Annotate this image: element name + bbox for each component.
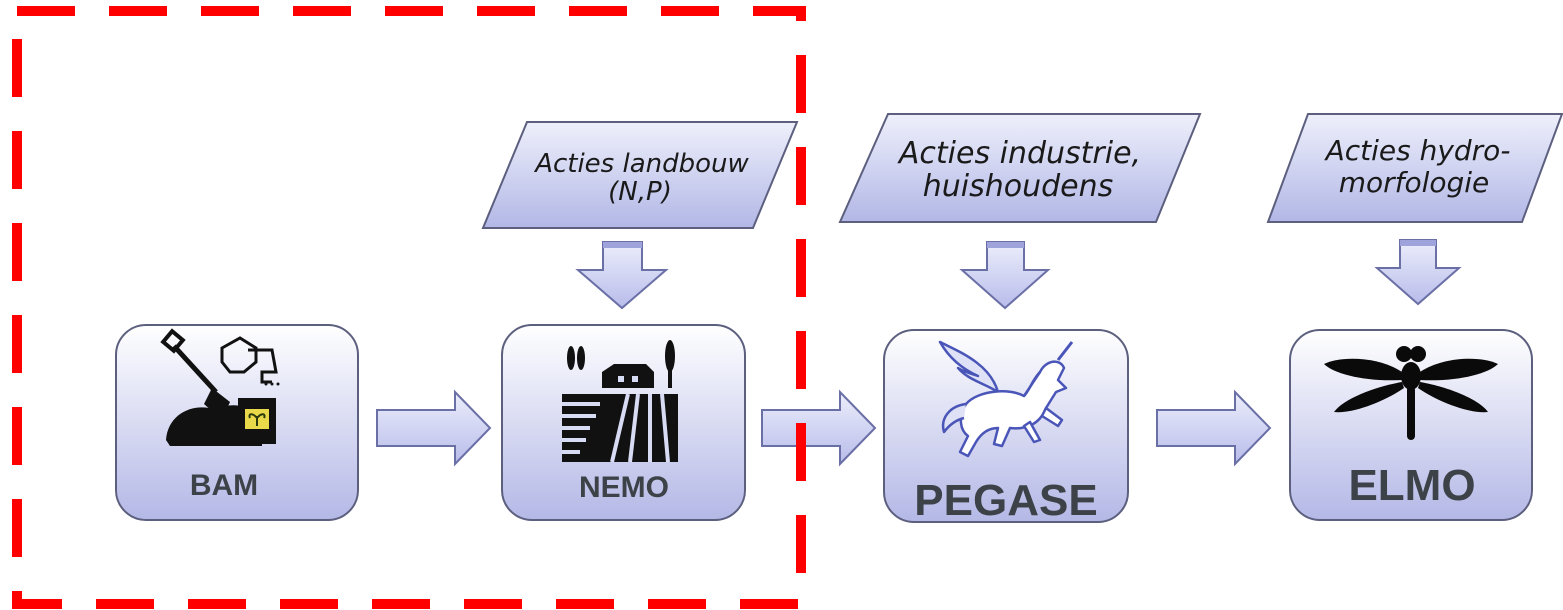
down-arrow-nemo bbox=[575, 241, 669, 310]
arrow-bam-to-nemo bbox=[376, 389, 492, 467]
model-label-nemo: NEMO bbox=[579, 471, 669, 504]
down-arrow-elmo bbox=[1374, 239, 1462, 306]
arrow-nemo-to-pegase bbox=[761, 389, 877, 467]
action-landbouw-line-1: Acties landbouw bbox=[533, 149, 749, 179]
down-arrow-pegase bbox=[959, 241, 1051, 310]
arrow-pegase-to-elmo bbox=[1156, 389, 1272, 467]
action-landbouw: Acties landbouw (N,P) bbox=[481, 121, 799, 229]
farm-inputs-icon bbox=[160, 328, 280, 446]
action-landbouw-line-2: (N,P) bbox=[608, 177, 672, 207]
model-label-elmo: ELMO bbox=[1348, 461, 1475, 510]
farmland-icon bbox=[562, 340, 678, 463]
action-hydromorfologie-line-1: Acties hydro- bbox=[1324, 134, 1511, 167]
model-label-pegase: PEGASE bbox=[914, 476, 1097, 525]
action-industrie: Acties industrie, huishoudens bbox=[838, 113, 1202, 223]
model-box-nemo: NEMO bbox=[501, 324, 746, 521]
pegasus-icon bbox=[938, 340, 1074, 458]
action-hydromorfologie-line-2: morfologie bbox=[1339, 166, 1490, 199]
dragonfly-icon bbox=[1324, 346, 1498, 440]
model-box-bam: BAM bbox=[115, 324, 359, 521]
model-label-bam: BAM bbox=[190, 469, 258, 502]
model-box-pegase: PEGASE bbox=[883, 329, 1129, 525]
action-industrie-line-1: Acties industrie, bbox=[897, 136, 1141, 171]
action-industrie-line-2: huishoudens bbox=[923, 169, 1114, 204]
action-hydromorfologie: Acties hydro- morfologie bbox=[1266, 113, 1563, 223]
highlight-border bbox=[12, 6, 806, 609]
model-box-elmo: ELMO bbox=[1289, 329, 1533, 521]
